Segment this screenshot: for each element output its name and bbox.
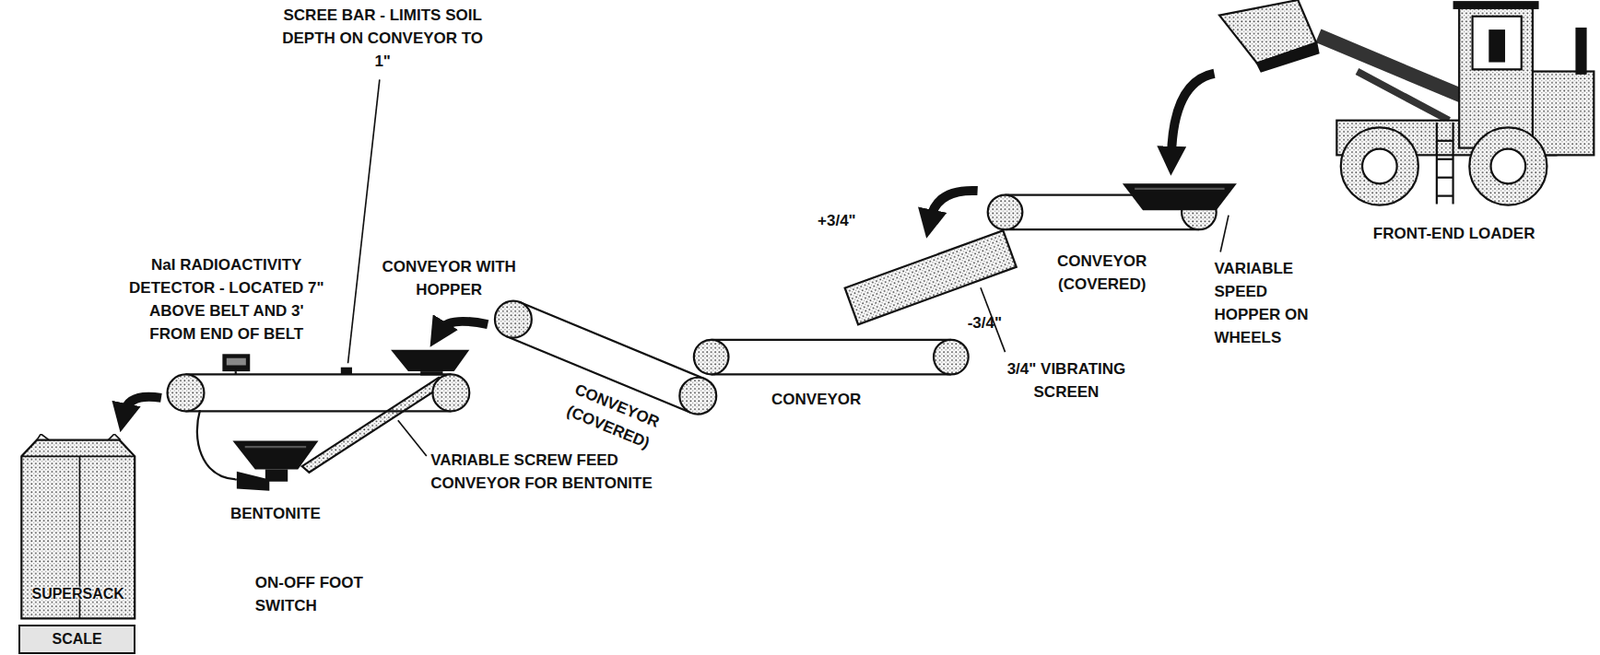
node-label: SCALE bbox=[51, 630, 102, 649]
front-end-loader bbox=[1436, 176, 1454, 179]
loader-label: FRONT-END LOADER bbox=[1373, 222, 1536, 246]
front-end-loader bbox=[1491, 149, 1527, 185]
conveyor bbox=[933, 340, 969, 376]
conveyor bbox=[186, 410, 452, 412]
size-fraction: +3/4" bbox=[817, 209, 857, 233]
flow-arrow bbox=[440, 321, 488, 330]
foot-switch bbox=[197, 410, 237, 480]
conveyor-label: CONVEYOR bbox=[771, 388, 861, 412]
front-end-loader bbox=[1341, 127, 1419, 205]
conveyor-hopper bbox=[390, 350, 470, 372]
foot-switch bbox=[236, 471, 270, 492]
conveyor bbox=[186, 373, 452, 376]
supersack-outline bbox=[21, 439, 135, 619]
conveyor bbox=[711, 339, 952, 342]
nai-detector bbox=[222, 353, 250, 375]
front-end-loader bbox=[1469, 127, 1547, 205]
flow-arrow bbox=[930, 190, 978, 219]
front-end-loader bbox=[1576, 28, 1587, 74]
screw-feed bbox=[302, 377, 447, 473]
scree-bar bbox=[341, 367, 353, 376]
screw-feed bbox=[302, 377, 447, 473]
conveyor bbox=[988, 195, 1024, 231]
front-end-loader bbox=[1451, 122, 1454, 205]
feed-hopper bbox=[1122, 183, 1237, 211]
bentonite-hopper bbox=[245, 446, 306, 448]
nai-detector bbox=[235, 371, 237, 375]
flow-arrow bbox=[124, 397, 162, 413]
scree-bar bbox=[341, 367, 353, 376]
conveyor bbox=[679, 377, 717, 415]
conveyor-label: CONVEYOR (COVERED) bbox=[1043, 249, 1161, 296]
screen-label: 3/4" VIBRATING SCREEN bbox=[989, 357, 1143, 404]
switch-label: ON-OFF FOOT SWITCH bbox=[255, 571, 383, 618]
conveyor bbox=[694, 340, 730, 376]
detector-note: NaI RADIOACTIVITY DETECTOR - LOCATED 7" … bbox=[124, 253, 329, 346]
front-end-loader bbox=[1357, 71, 1450, 121]
hopper-label: VARIABLE SPEED HOPPER ON WHEELS bbox=[1214, 257, 1326, 350]
conveyor bbox=[1005, 228, 1200, 231]
front-end-loader bbox=[1219, 0, 1594, 206]
vibrating-screen bbox=[845, 230, 1017, 325]
front-end-loader bbox=[1436, 195, 1454, 198]
screw-feed-label: VARIABLE SCREW FEED CONVEYOR FOR BENTONI… bbox=[430, 448, 671, 495]
feed-hopper bbox=[1134, 188, 1224, 190]
front-end-loader bbox=[1436, 158, 1454, 161]
conveyor-hopper bbox=[390, 350, 470, 377]
nai-detector bbox=[222, 353, 250, 372]
bentonite-hopper bbox=[232, 440, 318, 470]
conveyor bbox=[494, 301, 532, 339]
bentonite-label: BENTONITE bbox=[230, 502, 321, 526]
conveyor bbox=[520, 302, 706, 379]
front-end-loader bbox=[1472, 16, 1522, 71]
conveyor bbox=[167, 374, 471, 412]
flow-arrow bbox=[1171, 73, 1215, 156]
front-end-loader bbox=[1257, 43, 1318, 72]
scale-box: SCALE bbox=[18, 624, 136, 655]
front-end-loader bbox=[1530, 71, 1595, 156]
front-end-loader bbox=[1458, 5, 1533, 149]
conveyor-hopper bbox=[420, 371, 443, 376]
front-end-loader bbox=[1362, 149, 1398, 185]
feed-hopper bbox=[1122, 183, 1237, 211]
flow-arrow bbox=[124, 73, 1214, 413]
conveyor bbox=[432, 374, 470, 412]
leader-line bbox=[1220, 215, 1229, 253]
front-end-loader bbox=[1436, 140, 1454, 142]
supersack-bag: SUPERSACK bbox=[18, 434, 139, 622]
conveyor bbox=[694, 340, 969, 376]
conveyor bbox=[167, 374, 205, 412]
supersack-seam bbox=[21, 434, 135, 619]
conveyor-label: CONVEYOR (COVERED) bbox=[549, 372, 676, 460]
conveyor-label: CONVEYOR WITH HOPPER bbox=[378, 255, 520, 302]
front-end-loader bbox=[1454, 1, 1539, 9]
foot-switch bbox=[197, 410, 270, 491]
leader-line bbox=[398, 420, 427, 457]
front-end-loader bbox=[1489, 30, 1505, 61]
leader-line bbox=[348, 79, 1229, 457]
vibrating-screen bbox=[845, 230, 1017, 325]
node-label: SUPERSACK bbox=[31, 585, 124, 604]
conveyor bbox=[711, 373, 952, 376]
size-fraction: -3/4" bbox=[967, 311, 1002, 335]
scree-bar-note: SCREE BAR - LIMITS SOIL DEPTH ON CONVEYO… bbox=[272, 3, 493, 73]
leader-line bbox=[348, 79, 380, 364]
front-end-loader bbox=[1435, 122, 1438, 205]
nai-detector bbox=[226, 358, 247, 366]
